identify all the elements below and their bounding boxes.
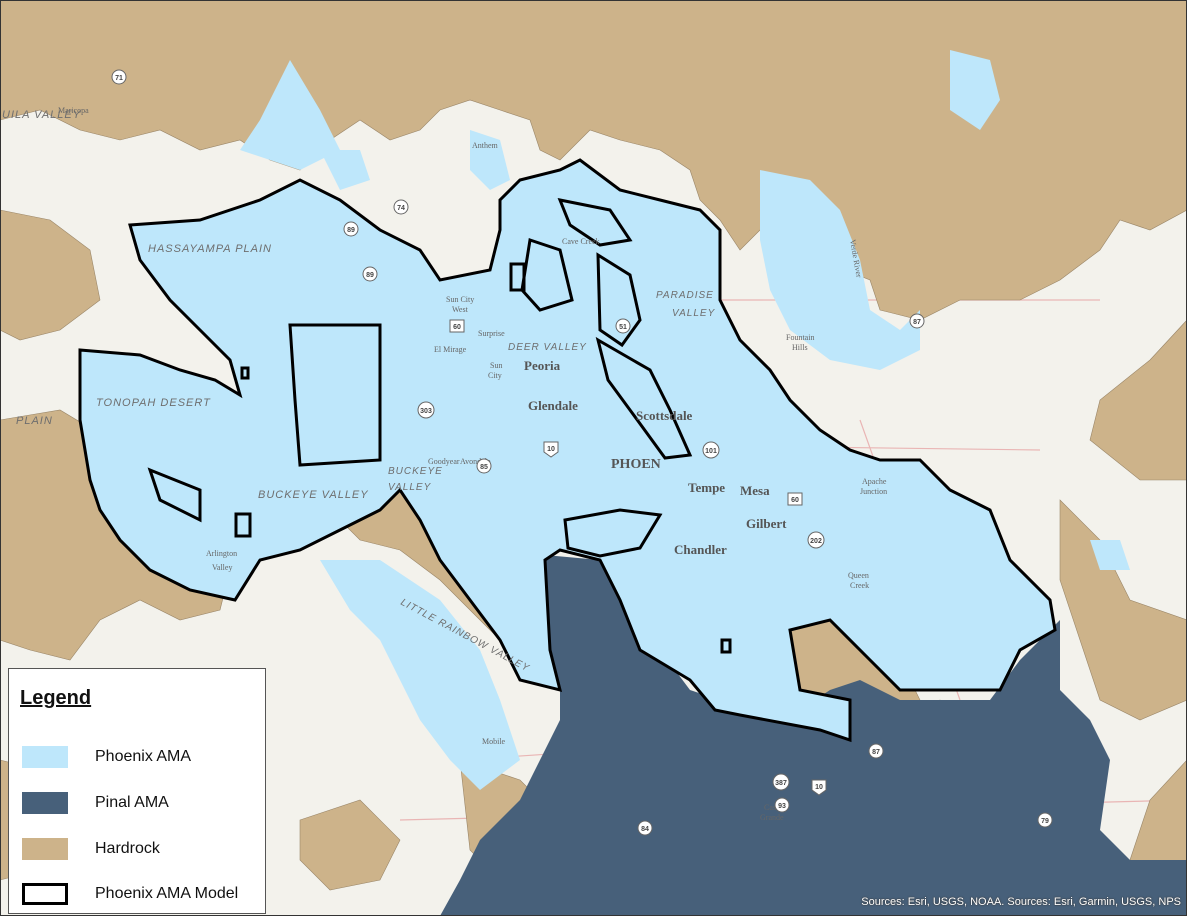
legend-item-hardrock: Hardrock (22, 836, 160, 862)
label-scottsdale: Scottsdale (636, 408, 693, 423)
label-buckeye-valley-2b: VALLEY (388, 482, 432, 493)
label-maricopa: Maricopa (58, 106, 89, 115)
route-60b-icon: 60 (787, 492, 803, 506)
route-84-icon: 84 (637, 820, 653, 836)
route-shields: 71 74 89 89 60 303 10 85 51 101 60 202 8… (111, 69, 1053, 836)
svg-text:60: 60 (453, 324, 461, 331)
route-303-icon: 303 (417, 401, 435, 419)
svg-text:71: 71 (115, 75, 123, 82)
label-gilbert: Gilbert (746, 516, 787, 531)
label-avondale: Avondale (460, 457, 491, 466)
svg-text:87: 87 (913, 319, 921, 326)
svg-text:84: 84 (641, 826, 649, 833)
legend-panel: Legend Phoenix AMA Pinal AMA Hardrock Ph… (8, 668, 266, 914)
route-10a-icon: 10 (543, 441, 559, 458)
svg-text:93: 93 (778, 803, 786, 810)
label-paradise-b: VALLEY (672, 308, 716, 319)
svg-text:51: 51 (619, 324, 627, 331)
label-sun-city-west-b: West (452, 305, 469, 314)
route-87b-icon: 87 (868, 743, 884, 759)
label-queen-b: Creek (850, 581, 869, 590)
svg-text:89: 89 (347, 227, 355, 234)
label-cave-creek: Cave Creek (562, 237, 600, 246)
svg-text:303: 303 (420, 408, 432, 415)
route-202-icon: 202 (807, 531, 825, 549)
route-71-icon: 71 (111, 69, 127, 85)
label-fountain-b: Hills (792, 343, 808, 352)
label-peoria: Peoria (524, 358, 561, 373)
label-phoenix: PHOEN (611, 457, 661, 472)
label-uila-valley: UILA VALLEY (2, 109, 81, 121)
route-93-icon: 93 (774, 797, 790, 813)
route-10b-icon: 10 (811, 779, 827, 796)
label-chandler: Chandler (674, 542, 727, 557)
phoenix-ama-model-boundary (78, 158, 1057, 743)
label-fountain-a: Fountain (786, 333, 814, 342)
route-60a-icon: 60 (449, 319, 465, 333)
svg-text:10: 10 (547, 446, 555, 453)
dark-blue-swatch-icon (22, 792, 68, 814)
label-buckeye-valley-2a: BUCKEYE (388, 466, 443, 477)
tan-swatch-icon (22, 838, 68, 860)
route-79-icon: 79 (1037, 812, 1053, 828)
legend-label-phoenix-ama-model: Phoenix AMA Model (95, 885, 239, 902)
svg-text:85: 85 (480, 464, 488, 471)
label-sun-city-west-a: Sun City (446, 295, 474, 304)
label-goodyear: Goodyear (428, 457, 460, 466)
svg-text:202: 202 (810, 538, 822, 545)
label-apache-b: Junction (860, 487, 887, 496)
label-glendale: Glendale (528, 398, 578, 413)
label-deer-valley: DEER VALLEY (508, 342, 587, 353)
label-el-mirage: El Mirage (434, 345, 467, 354)
label-tempe: Tempe (688, 480, 725, 495)
route-74-icon: 74 (393, 199, 409, 215)
route-85-icon: 85 (476, 458, 492, 474)
legend-label-pinal-ama: Pinal AMA (95, 794, 169, 811)
label-apache-a: Apache (862, 477, 887, 486)
route-89a-icon: 89 (343, 221, 359, 237)
legend-label-hardrock: Hardrock (95, 840, 160, 857)
legend-item-pinal-ama: Pinal AMA (22, 790, 169, 816)
label-queen-a: Queen (848, 571, 869, 580)
svg-text:10: 10 (815, 784, 823, 791)
route-89b-icon: 89 (362, 266, 378, 282)
legend-title: Legend (20, 687, 92, 709)
pinal-ama-area (440, 550, 1187, 916)
label-hassayampa-plain: HASSAYAMPA PLAIN (148, 243, 272, 255)
label-anthem: Anthem (472, 141, 499, 150)
label-arlington-b: Valley (212, 563, 232, 572)
label-mobile: Mobile (482, 737, 506, 746)
outline-swatch-icon (22, 883, 68, 905)
route-387-icon: 387 (772, 773, 790, 791)
label-mesa: Mesa (740, 483, 770, 498)
route-87a-icon: 87 (909, 313, 925, 329)
label-casa-a: Casa (764, 803, 780, 812)
label-buckeye-valley: BUCKEYE VALLEY (258, 489, 369, 501)
svg-text:87: 87 (872, 749, 880, 756)
svg-text:89: 89 (366, 272, 374, 279)
svg-text:79: 79 (1041, 818, 1049, 825)
svg-text:101: 101 (705, 448, 717, 455)
legend-item-phoenix-ama-model: Phoenix AMA Model (22, 881, 238, 907)
label-plain: PLAIN (16, 415, 53, 427)
map-attribution: Sources: Esri, USGS, NOAA. Sources: Esri… (861, 896, 1181, 908)
route-101-icon: 101 (702, 441, 720, 459)
label-sun-city-a: Sun (490, 361, 502, 370)
label-sun-city-b: City (488, 371, 502, 380)
label-arlington-a: Arlington (206, 549, 237, 558)
light-blue-swatch-icon (22, 746, 68, 768)
phoenix-ama-area (80, 50, 1130, 790)
legend-item-phoenix-ama: Phoenix AMA (22, 744, 191, 770)
label-tonopah-desert: TONOPAH DESERT (96, 397, 211, 409)
label-paradise-a: PARADISE (656, 290, 714, 301)
svg-text:387: 387 (775, 780, 787, 787)
label-surprise: Surprise (478, 329, 505, 338)
route-51-icon: 51 (615, 318, 631, 334)
svg-text:74: 74 (397, 205, 405, 212)
label-casa-b: Grande (760, 813, 784, 822)
svg-text:60: 60 (791, 497, 799, 504)
legend-label-phoenix-ama: Phoenix AMA (95, 748, 192, 765)
